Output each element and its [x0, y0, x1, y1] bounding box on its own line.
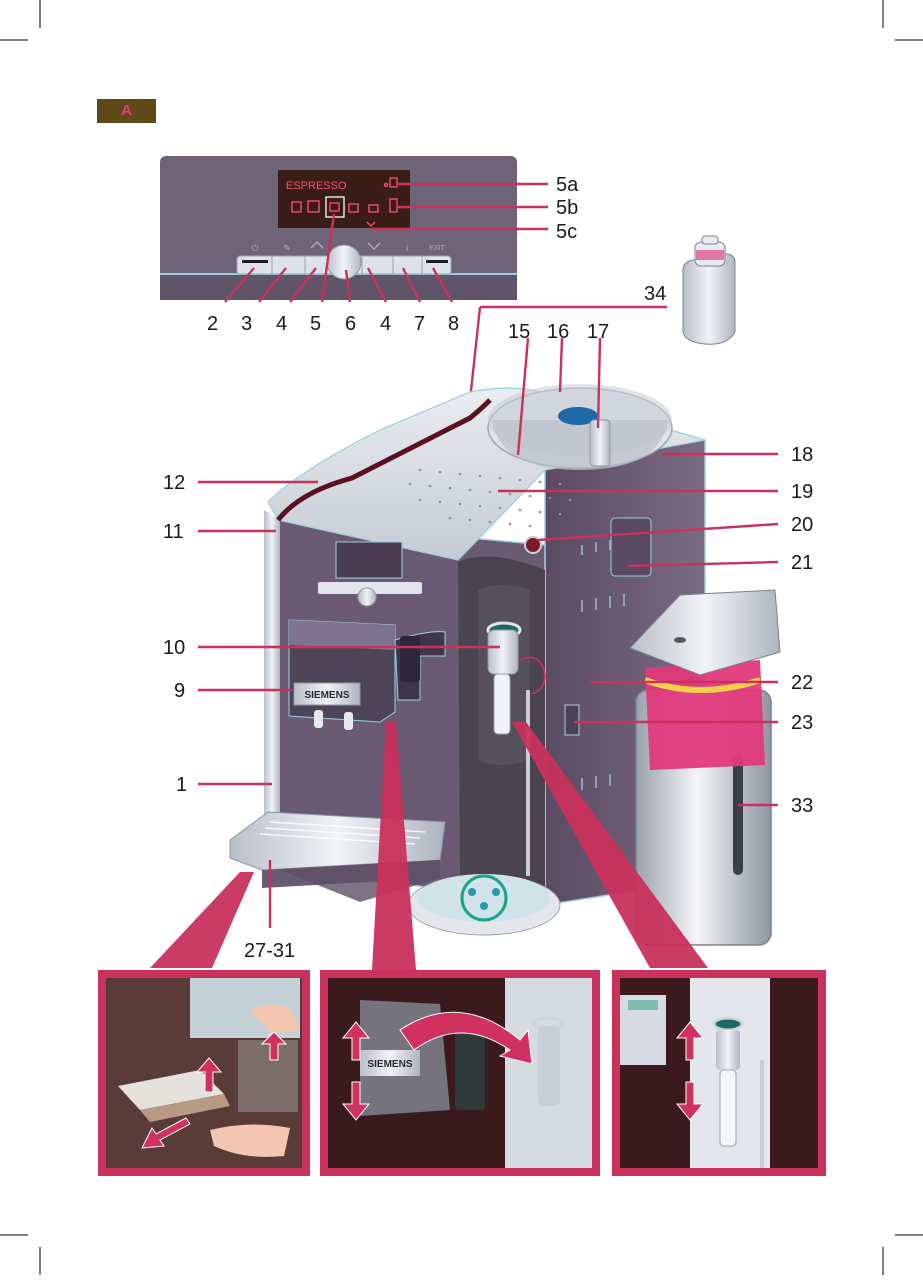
- callout-19: 19: [791, 481, 813, 503]
- callout-23: 23: [791, 712, 813, 734]
- inset-panel-spout: SIEMENS: [320, 970, 600, 1176]
- exit-key-label: EXIT: [429, 245, 445, 252]
- callout-2: 2: [207, 313, 218, 335]
- callout-6: 6: [345, 313, 356, 335]
- coffee-machine: SIEMENS: [229, 384, 706, 936]
- callout-5b: 5b: [556, 197, 578, 219]
- figure-tag-box: [97, 99, 156, 123]
- rotary-knob: [326, 244, 362, 280]
- callout-1: 1: [176, 774, 187, 796]
- panel-buttons: ⏻ ✎ i EXIT: [236, 241, 452, 280]
- callout-4-right: 4: [380, 313, 391, 335]
- callout-18: 18: [791, 444, 813, 466]
- callout-27-31: 27-31: [244, 940, 295, 962]
- callout-3: 3: [241, 313, 252, 335]
- callout-21: 21: [791, 552, 813, 574]
- display-icons: [291, 177, 398, 227]
- svg-text:✎: ✎: [283, 243, 291, 253]
- figure-tag: A: [121, 102, 132, 119]
- callout-12: 12: [163, 472, 185, 494]
- callout-7: 7: [414, 313, 425, 335]
- panel-leaders: [224, 182, 548, 303]
- callout-16: 16: [547, 321, 569, 343]
- callout-5c: 5c: [556, 221, 577, 243]
- brand-text: SIEMENS: [304, 690, 349, 701]
- brand-plate: [293, 682, 361, 706]
- callout-9: 9: [174, 680, 185, 702]
- callout-5: 5: [310, 313, 321, 335]
- callout-labels: 5a 5b 5c 2 3 4 5 6 4 7 8 34 15 16 17 12 …: [163, 174, 813, 962]
- zoom-funnels: [150, 722, 708, 970]
- water-filter: [682, 235, 736, 345]
- callout-11: 11: [163, 521, 184, 543]
- milk-container: [629, 589, 781, 946]
- callout-33: 33: [791, 795, 813, 817]
- callout-5a: 5a: [556, 174, 579, 196]
- callout-10: 10: [163, 637, 185, 659]
- inset-brand-text: SIEMENS: [367, 1059, 412, 1070]
- callout-20: 20: [791, 514, 813, 536]
- callout-8: 8: [448, 313, 459, 335]
- callout-15: 15: [508, 321, 530, 343]
- inset-panel-frother: [612, 970, 826, 1176]
- callout-34: 34: [644, 283, 666, 305]
- leader-34b: [468, 306, 482, 401]
- machine-leaders: [198, 337, 779, 928]
- callout-22: 22: [791, 672, 813, 694]
- svg-text:⏻: ⏻: [251, 243, 258, 253]
- inset-panel-drip-tray: [98, 970, 310, 1176]
- info-key-label: i: [406, 243, 408, 253]
- control-panel-detail: ESPRESSO ⏻ ✎ i EXIT: [160, 156, 548, 303]
- display-text: ESPRESSO: [286, 180, 347, 192]
- callout-4-left: 4: [276, 313, 287, 335]
- callout-17: 17: [587, 321, 609, 343]
